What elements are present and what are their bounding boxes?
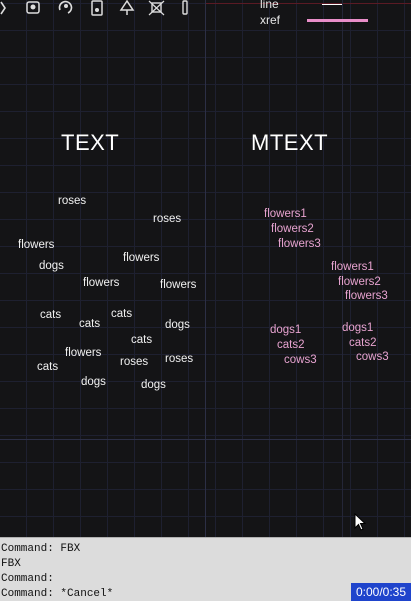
heading-text: TEXT — [61, 130, 120, 155]
command-line-panel[interactable]: Command: FBX FBX Command: Command: *Canc… — [0, 537, 411, 601]
grid-major-line — [342, 0, 343, 537]
text-object[interactable]: roses — [165, 353, 194, 365]
text-object[interactable]: cats — [40, 309, 62, 321]
text-object[interactable]: cats — [37, 361, 59, 373]
camera-icon[interactable] — [0, 0, 18, 16]
rotate-icon[interactable] — [56, 0, 74, 16]
printer-icon[interactable] — [24, 0, 42, 16]
toolbar — [0, 0, 200, 16]
text-object[interactable]: flowers — [18, 239, 55, 251]
command-history-line: Command: FBX — [1, 543, 81, 555]
text-object[interactable]: roses — [58, 195, 87, 207]
text-object[interactable]: cats — [79, 318, 101, 330]
text-object[interactable]: cats — [111, 308, 133, 320]
y-axis-line — [205, 0, 206, 537]
mtext-line: flowers1 — [331, 261, 374, 273]
legend-xref-label: xref — [260, 13, 281, 27]
text-object[interactable]: dogs — [165, 319, 190, 331]
phone-icon[interactable] — [88, 0, 106, 16]
legend-line-label: line — [260, 0, 279, 11]
mtext-line: dogs1 — [342, 322, 374, 334]
mtext-line: flowers1 — [264, 208, 307, 220]
playback-timer: 0:00/0:35 — [351, 583, 411, 601]
text-object[interactable]: roses — [153, 213, 182, 225]
x-axis-line — [0, 439, 411, 440]
lamp-icon[interactable] — [118, 0, 136, 16]
command-history-line: Command: — [1, 573, 54, 585]
text-object[interactable]: flowers — [123, 252, 160, 264]
command-input-line[interactable]: Command: *Cancel* — [1, 588, 114, 600]
text-object[interactable]: cats — [131, 334, 153, 346]
text-object[interactable]: roses — [120, 356, 149, 368]
drawing-canvas[interactable]: line xref TEXT MTEXT roses roses flowers… — [0, 0, 411, 537]
pen-icon[interactable] — [176, 0, 194, 16]
command-history-line: FBX — [1, 558, 21, 570]
text-object[interactable]: dogs — [81, 376, 106, 388]
text-object[interactable]: flowers — [83, 277, 120, 289]
legend-line-sample — [322, 4, 342, 5]
mtext-line: cats2 — [349, 337, 377, 349]
mtext-line: flowers3 — [278, 238, 321, 250]
axis-line — [205, 3, 411, 4]
legend-xref-sample — [307, 19, 368, 22]
text-object[interactable]: dogs — [39, 260, 64, 272]
text-object[interactable]: flowers — [160, 279, 197, 291]
mouse-cursor-icon — [354, 513, 366, 531]
mtext-line: dogs1 — [270, 324, 302, 336]
mtext-line: flowers3 — [345, 290, 388, 302]
text-object[interactable]: flowers — [65, 347, 102, 359]
snap-icon[interactable] — [148, 0, 166, 16]
mtext-line: cats2 — [277, 339, 305, 351]
mtext-line: flowers2 — [338, 276, 381, 288]
heading-mtext: MTEXT — [251, 130, 329, 155]
mtext-line: flowers2 — [271, 223, 314, 235]
mtext-line: cows3 — [284, 354, 317, 366]
mtext-line: cows3 — [356, 351, 389, 363]
text-object[interactable]: dogs — [141, 379, 166, 391]
